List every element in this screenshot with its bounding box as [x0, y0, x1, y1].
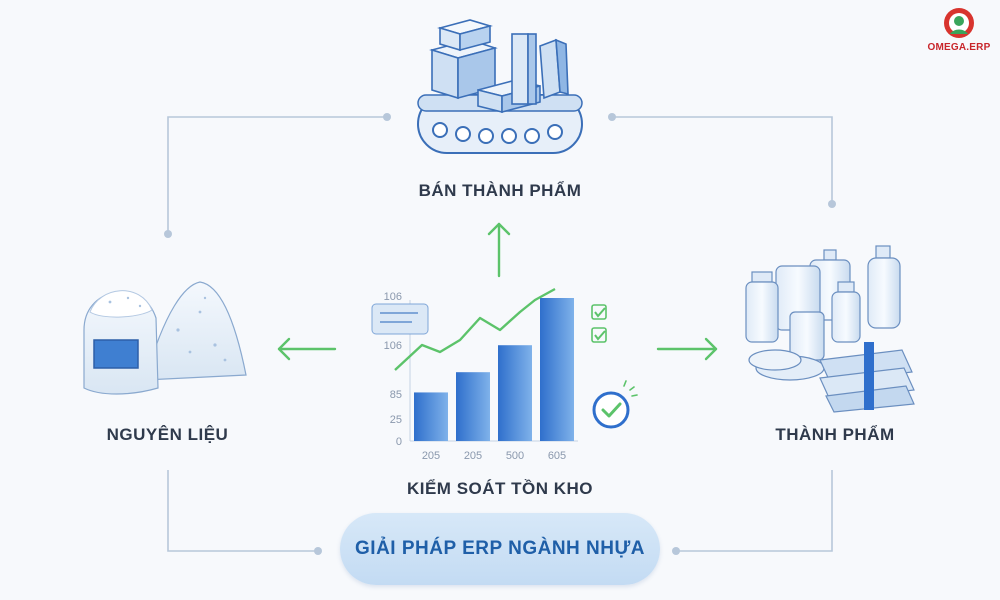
- raw-material-bags-icon: [83, 281, 247, 395]
- arrow-up-icon: [487, 222, 511, 278]
- connector-dots: [164, 113, 836, 555]
- chart-trend-line: [394, 287, 556, 371]
- inventory-control-label: KIỂM SOÁT TỒN KHO: [406, 479, 594, 498]
- chart-x-tick-label: 605: [548, 450, 566, 462]
- chart-y-tick-label: 0: [396, 436, 402, 448]
- conveyor-machine-icon: [417, 19, 583, 154]
- chart-x-tick-label: 205: [464, 450, 482, 462]
- omega-erp-logo: OMEGA.ERP: [922, 6, 996, 60]
- chart-x-ticks: 205 205 500 605: [422, 450, 566, 462]
- arrow-right-icon: [656, 337, 718, 361]
- chart-bars: [414, 298, 574, 441]
- chart-bar: [498, 345, 532, 441]
- check-circle-icon: [592, 380, 638, 429]
- finished-products-icon: [745, 245, 915, 413]
- logo-text: OMEGA.ERP: [927, 42, 991, 53]
- chart-bar: [456, 372, 490, 441]
- finished-product-label: THÀNH PHẨM: [775, 425, 895, 444]
- omega-logo-icon: [944, 8, 974, 38]
- chart-x-tick-label: 500: [506, 450, 524, 462]
- semi-finished-label: BÁN THÀNH PHẨM: [418, 181, 582, 200]
- chart-bar: [540, 298, 574, 441]
- chart-bar: [414, 392, 448, 441]
- erp-solution-pill[interactable]: GIẢI PHÁP ERP NGÀNH NHỰA: [340, 513, 660, 585]
- chart-x-tick-label: 205: [422, 450, 440, 462]
- flow-arrows: [277, 222, 718, 361]
- note-card-icon: [371, 303, 429, 335]
- chart-y-tick-label: 25: [390, 414, 402, 426]
- chart-y-tick-label: 85: [390, 389, 402, 401]
- connector-loop: [167, 116, 833, 552]
- chart-y-tick-label: 106: [384, 291, 402, 303]
- raw-material-label: NGUYÊN LIỆU: [106, 425, 229, 444]
- inventory-chart: 0 25 85 106 106 205 205 500 605: [371, 287, 638, 462]
- chart-y-ticks: 0 25 85 106 106: [384, 291, 402, 448]
- erp-solution-text: GIẢI PHÁP ERP NGÀNH NHỰA: [355, 538, 645, 559]
- arrow-left-icon: [277, 337, 337, 361]
- checklist-icon: [591, 304, 607, 343]
- chart-y-tick-label: 106: [384, 340, 402, 352]
